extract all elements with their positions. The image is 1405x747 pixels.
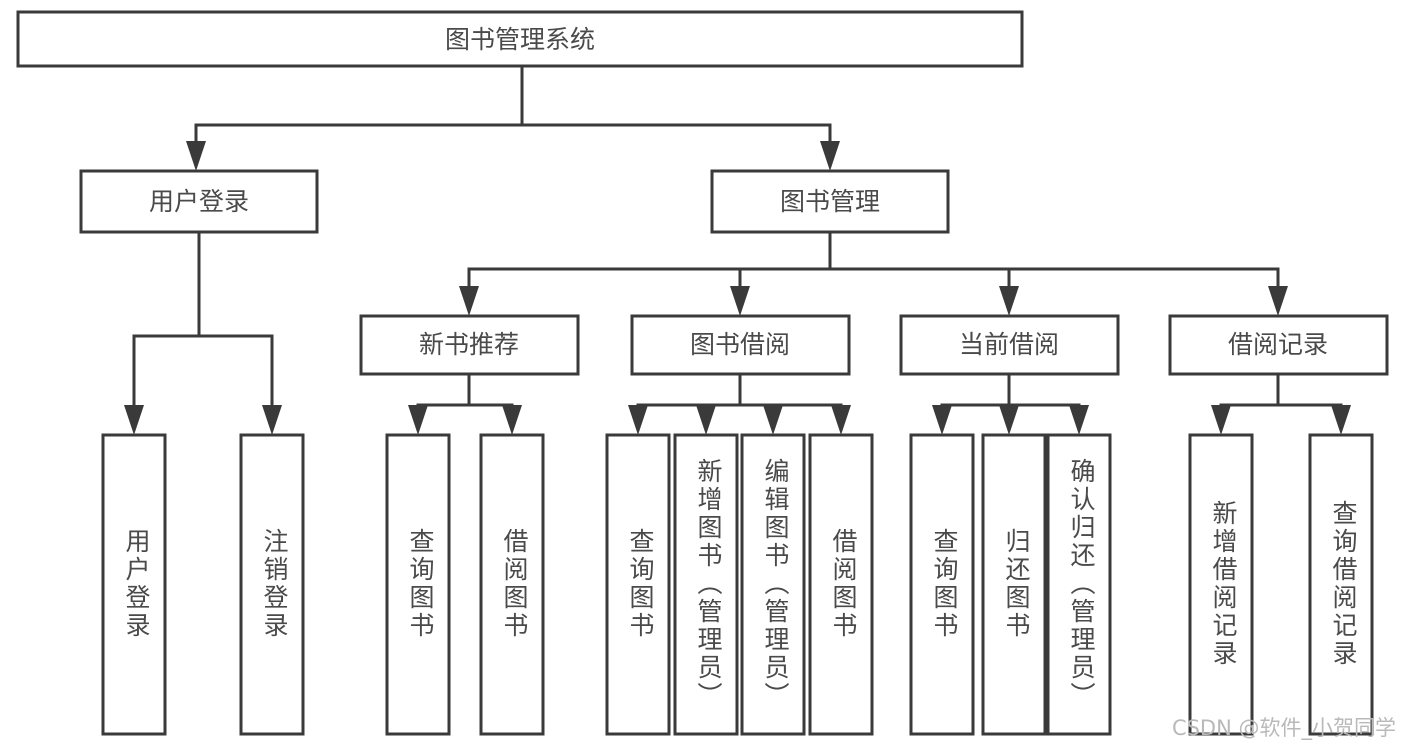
arrow-leaf-query-book-3 [932,405,952,435]
node-book-management[interactable]: 图书管理 [710,169,950,234]
leaf-query-book-current-label: 查询图书 [930,528,959,640]
arrow-leaf-logout [262,405,282,435]
leaf-add-book-admin-box[interactable] [673,433,739,736]
leaf-edit-book-admin-label: 编辑图书（管理员） [761,458,790,710]
leaf-borrow-book-rec-box[interactable] [479,433,545,736]
leaf-borrow-book-rec[interactable]: 借阅图书 [479,433,545,736]
leaf-return-book-label: 归还图书 [1002,528,1031,640]
leaf-add-borrow-record-label: 新增借阅记录 [1209,500,1238,668]
arrow-leaf-edit-book [763,405,783,435]
node-user-login-box[interactable] [79,169,319,234]
arrow-leaf-borrow-book-1 [502,405,522,435]
node-book-management-box[interactable] [710,169,950,234]
arrow-to-book-mgmt [820,141,840,171]
leaf-logout-box[interactable] [239,433,305,736]
leaf-add-borrow-record-box[interactable] [1188,433,1254,736]
node-book-borrow-label: 图书借阅 [690,330,790,359]
leaf-query-book-rec[interactable]: 查询图书 [385,433,451,736]
leaf-query-book-rec-box[interactable] [385,433,451,736]
leaf-query-borrow-record[interactable]: 查询借阅记录 [1308,433,1374,736]
node-new-book-recommend[interactable]: 新书推荐 [359,314,580,376]
arrow-leaf-add-record [1211,405,1231,435]
node-new-book-recommend-box[interactable] [359,314,580,376]
leaf-user-login-label: 用户登录 [122,528,151,640]
leaf-edit-book-admin-box[interactable] [740,433,806,736]
arrow-leaf-return-book [999,405,1019,435]
node-book-management-label: 图书管理 [780,187,880,216]
node-book-borrow[interactable]: 图书借阅 [630,314,851,376]
leaf-query-book-current[interactable]: 查询图书 [909,433,975,736]
node-user-login-label: 用户登录 [149,187,249,216]
leaf-borrow-book-label: 借阅图书 [829,528,858,640]
leaf-borrow-book-box[interactable] [808,433,874,736]
arrow-leaf-borrow-book-2 [831,405,851,435]
leaf-logout-label: 注销登录 [260,528,289,640]
arrow-to-book-borrow [730,286,750,316]
leaf-query-book-borrow-label: 查询图书 [626,528,655,640]
node-root[interactable]: 图书管理系统 [16,10,1024,68]
connector-layer [124,64,1351,435]
node-root-label: 图书管理系统 [445,25,595,54]
leaf-confirm-return-admin-box[interactable] [1046,433,1112,736]
node-borrow-record-box[interactable] [1168,314,1389,376]
leaf-add-book-admin[interactable]: 新增图书（管理员） [673,433,739,736]
leaf-logout[interactable]: 注销登录 [239,433,305,736]
arrow-leaf-query-record [1331,405,1351,435]
arrow-leaf-query-book-2 [628,405,648,435]
arrow-to-borrow-record [1268,286,1288,316]
node-book-borrow-box[interactable] [630,314,851,376]
node-borrow-record-label: 借阅记录 [1228,330,1328,359]
node-borrow-record[interactable]: 借阅记录 [1168,314,1389,376]
leaf-add-borrow-record[interactable]: 新增借阅记录 [1188,433,1254,736]
leaf-add-book-admin-label: 新增图书（管理员） [694,458,723,710]
arrow-to-new-book-rec [459,286,479,316]
arrow-to-user-login [186,141,206,171]
leaf-borrow-book[interactable]: 借阅图书 [808,433,874,736]
watermark-label: CSDN @软件_小贺同学 [1172,716,1396,741]
node-current-borrow-box[interactable] [899,314,1120,376]
leaf-query-book-borrow-box[interactable] [605,433,671,736]
leaf-borrow-book-rec-label: 借阅图书 [500,528,529,640]
node-current-borrow[interactable]: 当前借阅 [899,314,1120,376]
leaf-return-book[interactable]: 归还图书 [981,433,1047,736]
node-new-book-recommend-label: 新书推荐 [419,330,519,359]
leaf-return-book-box[interactable] [981,433,1047,736]
leaf-user-login-box[interactable] [101,433,167,736]
leaf-query-book-current-box[interactable] [909,433,975,736]
arrow-leaf-add-book [696,405,716,435]
arrow-to-current-borrow [999,286,1019,316]
node-user-login[interactable]: 用户登录 [79,169,319,234]
leaf-user-login[interactable]: 用户登录 [101,433,167,736]
arrow-leaf-user-login [124,405,144,435]
arrow-leaf-query-book-1 [408,405,428,435]
leaf-query-book-rec-label: 查询图书 [406,528,435,640]
leaf-edit-book-admin[interactable]: 编辑图书（管理员） [740,433,806,736]
arrow-leaf-confirm-return [1069,405,1089,435]
node-root-box[interactable] [16,10,1024,68]
leaf-confirm-return-admin[interactable]: 确认归还（管理员） [1046,433,1112,736]
node-current-borrow-label: 当前借阅 [959,330,1059,359]
leaf-query-borrow-record-box[interactable] [1308,433,1374,736]
leaf-query-borrow-record-label: 查询借阅记录 [1329,500,1358,668]
leaf-confirm-return-admin-label: 确认归还（管理员） [1067,458,1096,710]
leaf-query-book-borrow[interactable]: 查询图书 [605,433,671,736]
